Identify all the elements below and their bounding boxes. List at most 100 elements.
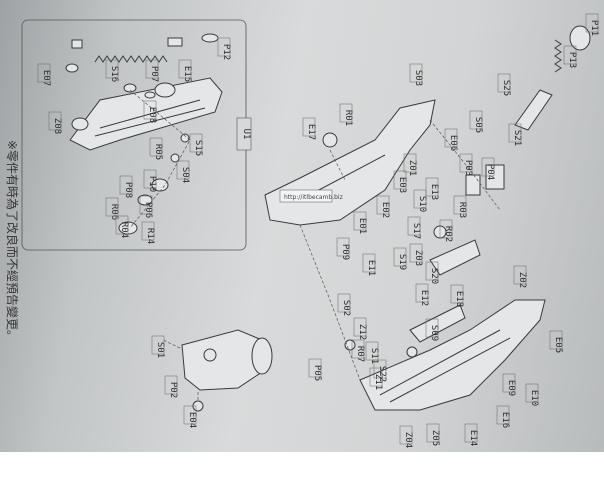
part-label-p07: P07 xyxy=(149,66,159,82)
grip-panel xyxy=(162,329,273,412)
part-label-z05: Z05 xyxy=(430,430,440,446)
part-label-box xyxy=(549,330,563,350)
part-label-s09: S09 xyxy=(429,325,439,341)
part-label-box xyxy=(149,137,163,157)
part-label-box xyxy=(496,405,510,425)
part-label-p02: P02 xyxy=(168,382,178,398)
part-label-r14: R14 xyxy=(145,228,155,244)
part-label-s25: S25 xyxy=(501,80,511,96)
part-label-box xyxy=(444,128,458,148)
part-label-box xyxy=(409,243,423,263)
part-label-box xyxy=(37,63,51,83)
part-label-e17: E17 xyxy=(306,124,316,140)
part-label-box xyxy=(145,59,159,79)
part-label-e07: E07 xyxy=(41,70,51,86)
part-label-box xyxy=(413,189,427,209)
part-label-p04: P04 xyxy=(485,164,495,180)
disclaimer-note: ※零件有時為了改良而不經預告變更。 xyxy=(5,140,20,342)
parts-diagram: U1 ※零件有時為了改良而不經預告變更。 xyxy=(5,13,599,448)
part-label-box xyxy=(393,247,407,267)
part-label-e14: E14 xyxy=(468,430,478,446)
part-label-box xyxy=(151,335,165,355)
part-label-box xyxy=(393,170,407,190)
part-label-box xyxy=(425,261,439,281)
part-label-box xyxy=(469,110,483,130)
part-label-z04: Z04 xyxy=(403,432,413,448)
part-label-box xyxy=(189,133,203,153)
part-label-box xyxy=(426,423,440,443)
part-label-p11: P11 xyxy=(589,20,599,36)
part-label-e15: E15 xyxy=(182,66,192,82)
part-label-box xyxy=(497,73,511,93)
part-label-e04: E04 xyxy=(187,412,197,428)
part-label-s17: S17 xyxy=(411,223,421,239)
part-label-p12: P12 xyxy=(221,44,231,60)
part-label-box xyxy=(353,211,367,231)
part-label-box xyxy=(308,358,322,378)
part-label-z01: Z01 xyxy=(407,160,417,176)
part-label-box xyxy=(336,237,350,257)
part-label-box xyxy=(143,100,157,120)
part-label-p06: P06 xyxy=(143,202,153,218)
part-label-box xyxy=(353,317,367,337)
part-label-box xyxy=(439,219,453,239)
part-label-r02: R02 xyxy=(443,226,453,242)
part-label-box xyxy=(337,293,351,313)
part-label-s10: S10 xyxy=(417,196,427,212)
part-label-box xyxy=(453,195,467,215)
part-label-box xyxy=(403,153,417,173)
part-label-r03: R03 xyxy=(457,202,467,218)
part-label-box xyxy=(464,423,478,443)
part-label-z02: Z02 xyxy=(517,272,527,288)
part-label-z03: Z03 xyxy=(413,250,423,266)
part-label-e18: E18 xyxy=(454,291,464,307)
part-label-box xyxy=(459,153,473,173)
part-label-p05: P05 xyxy=(312,365,322,381)
part-label-box xyxy=(141,221,155,241)
part-label-box xyxy=(376,195,390,215)
part-label-r06: R06 xyxy=(109,204,119,220)
part-label-s04: S04 xyxy=(180,167,190,183)
part-label-r04: R04 xyxy=(119,222,129,238)
part-label-box xyxy=(143,169,157,189)
part-label-box xyxy=(176,160,190,180)
part-label-r05: R05 xyxy=(153,144,163,160)
part-label-box xyxy=(178,59,192,79)
part-label-box xyxy=(399,425,413,445)
part-label-r01: R01 xyxy=(343,110,353,126)
inset-label: U1 xyxy=(241,129,251,140)
part-label-box xyxy=(362,253,376,273)
part-label-box xyxy=(407,216,421,236)
part-label-e01: E01 xyxy=(357,218,367,234)
part-label-s03: S03 xyxy=(413,70,423,86)
part-label-box xyxy=(525,383,539,403)
trigger-group xyxy=(299,119,501,381)
part-label-s20: S20 xyxy=(429,268,439,284)
part-label-box xyxy=(302,117,316,137)
part-label-box xyxy=(415,283,429,303)
part-label-s11: S11 xyxy=(369,348,379,364)
part-label-e05: E05 xyxy=(553,337,563,353)
part-label-r07: R07 xyxy=(355,346,365,362)
part-label-box xyxy=(119,175,133,195)
part-label-e02: E02 xyxy=(380,202,390,218)
barrel-assembly xyxy=(465,25,591,196)
part-label-e06: E06 xyxy=(448,135,458,151)
part-label-box xyxy=(563,45,577,65)
part-label-box xyxy=(513,265,527,285)
part-label-box xyxy=(409,63,423,83)
inset-slide-part xyxy=(69,77,223,151)
part-label-box xyxy=(502,373,516,393)
part-label-box xyxy=(481,157,495,177)
svg-text:※零件有時為了改良而不經預告變更。: ※零件有時為了改良而不經預告變更。 xyxy=(5,140,20,342)
part-label-box xyxy=(351,339,365,359)
part-label-e11: E11 xyxy=(366,260,376,276)
part-label-box xyxy=(105,59,119,79)
part-label-box xyxy=(139,195,153,215)
part-label-box xyxy=(164,375,178,395)
part-label-e10: E10 xyxy=(529,390,539,406)
part-label-s05: S05 xyxy=(473,117,483,133)
part-label-box xyxy=(365,341,379,361)
